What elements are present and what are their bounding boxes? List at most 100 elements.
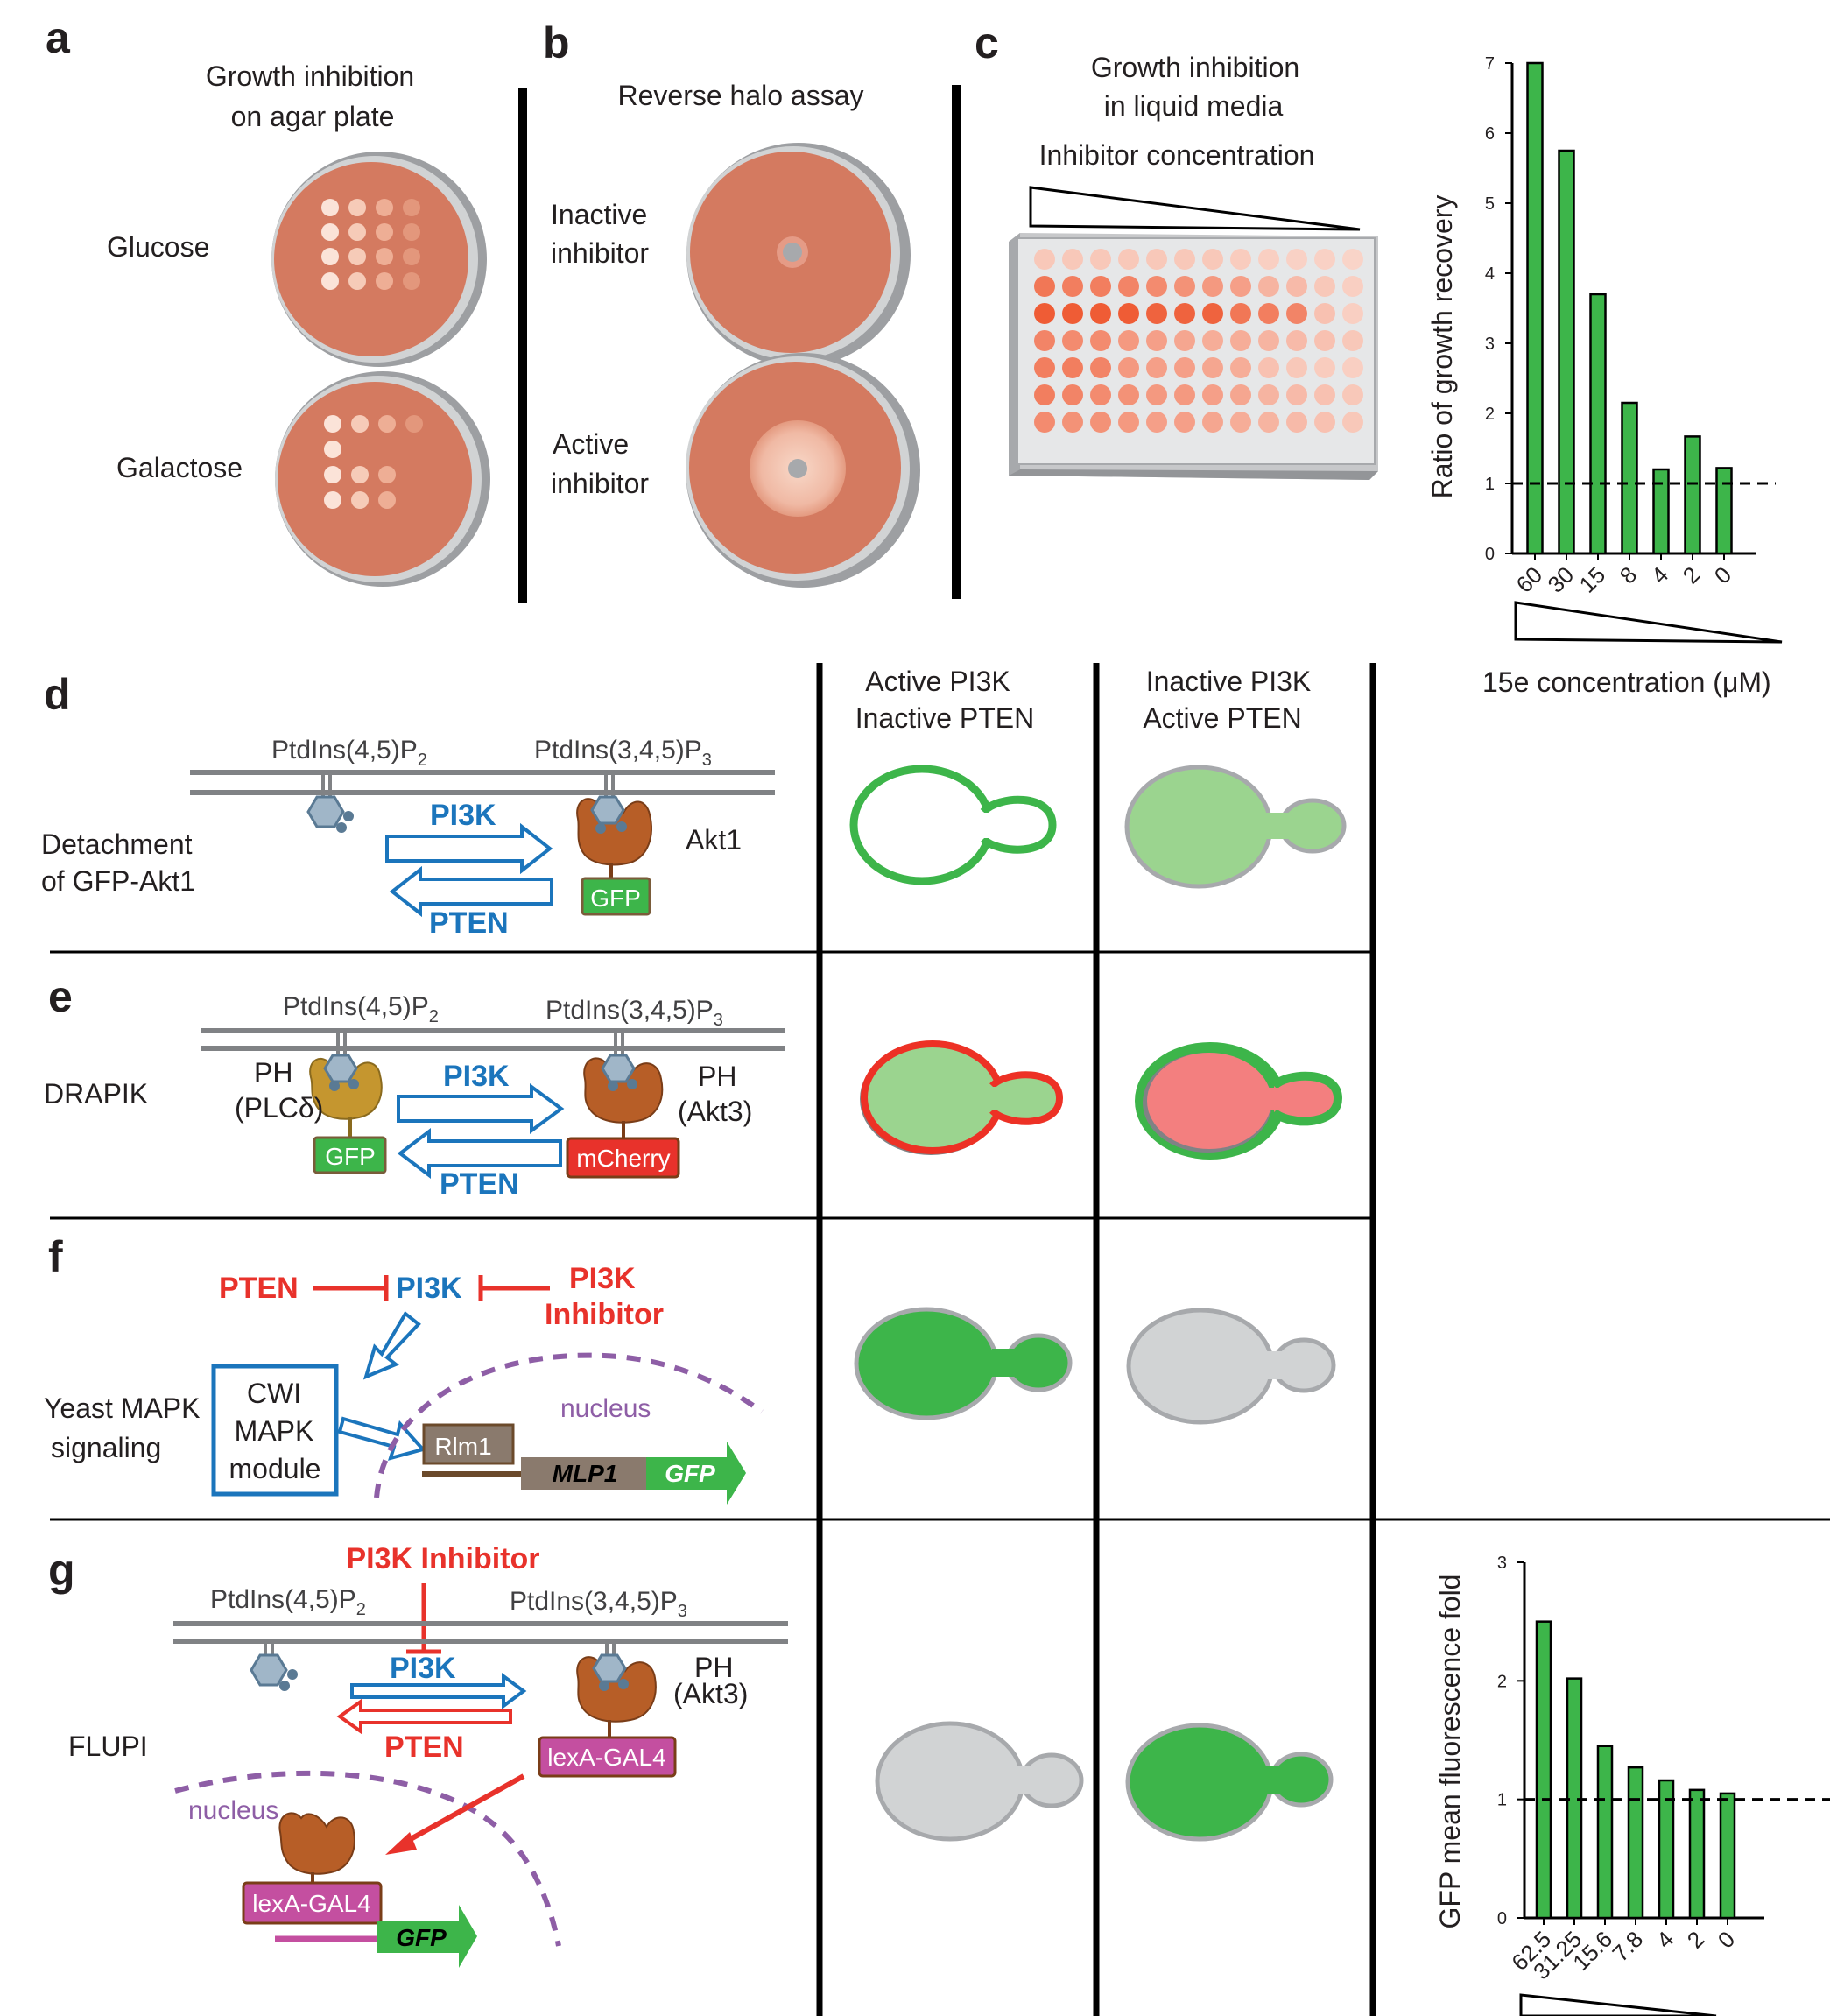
membrane-d [190, 770, 775, 795]
row-label-inactive-1: Inactive [551, 199, 647, 230]
ph-plc-label-1: PH [254, 1057, 292, 1089]
bar [1719, 1792, 1736, 1920]
ph-akt3-protein-g: lexA-GAL4 [538, 1641, 677, 1778]
lipid-pip3-g: PtdIns(3,4,5)P3 [510, 1587, 687, 1621]
chart1-ylabel: Ratio of growth recovery [1426, 195, 1458, 499]
pi3k-label-e: PI3K [443, 1060, 510, 1093]
panel-label-c: c [975, 18, 999, 67]
x-tick-label: 0 [1713, 1926, 1740, 1953]
mlp1-label: MLP1 [553, 1460, 618, 1487]
row-label-active-1: Active [553, 428, 629, 460]
well [1174, 276, 1195, 297]
row-label-d-2: of GFP-Akt1 [41, 865, 195, 897]
pi3k-to-module-arrow [362, 1310, 421, 1380]
panel-c-title-2: in liquid media [1104, 90, 1284, 122]
panel-label-a: a [46, 13, 71, 62]
chart2-bars [1524, 1620, 1830, 1920]
well [1118, 357, 1139, 378]
colony-spot [405, 415, 423, 433]
colony-spot [324, 491, 341, 509]
colony-spots-galactose [324, 415, 423, 509]
well [1230, 330, 1251, 351]
colony-spot [376, 248, 393, 265]
colony-spot [351, 491, 369, 509]
well [1342, 303, 1363, 324]
module-label-3: module [229, 1453, 321, 1484]
well [1286, 357, 1307, 378]
well [1286, 303, 1307, 324]
col-header-2-line1: Inactive PI3K [1146, 666, 1312, 697]
y-tick-label: 2 [1485, 405, 1495, 424]
well [1314, 249, 1335, 270]
panel-a-title-1: Growth inhibition [206, 60, 414, 92]
panel-c: Growth inhibition in liquid media Inhibi… [1009, 52, 1378, 480]
pi3k-arrow-e [397, 1083, 565, 1134]
well [1202, 249, 1223, 270]
row-label-f-1: Yeast MAPK [44, 1392, 200, 1424]
well [1286, 384, 1307, 405]
translocation-arrow [385, 1773, 525, 1855]
colony-spot [351, 466, 369, 483]
well [1286, 276, 1307, 297]
well [1118, 249, 1139, 270]
well [1090, 384, 1111, 405]
well [1034, 276, 1055, 297]
concentration-wedge-chart2 [1519, 1993, 1717, 2016]
well [1090, 412, 1111, 433]
akt1-protein: GFP [576, 772, 652, 916]
bar [1621, 401, 1638, 555]
panel-c-subtitle: Inhibitor concentration [1039, 139, 1315, 171]
cwi-mapk-module-box: CWI MAPK module [211, 1364, 339, 1497]
colony-spots-glucose [321, 199, 420, 290]
lexa-tag-membrane: lexA-GAL4 [547, 1744, 665, 1771]
well [1034, 330, 1055, 351]
inhibitor-label-f-2: Inhibitor [545, 1298, 664, 1331]
panel-label-f: f [48, 1232, 63, 1281]
panel-c-title-1: Growth inhibition [1091, 52, 1299, 83]
colony-spot [348, 199, 366, 216]
ph-akt3-label-e-2: (Akt3) [678, 1096, 752, 1127]
well [1230, 276, 1251, 297]
well [1090, 330, 1111, 351]
well [1062, 330, 1083, 351]
cell-f-inactive-pi3k [1126, 1308, 1336, 1425]
y-tick-label: 1 [1497, 1791, 1507, 1810]
pi3k-label-g: PI3K [390, 1652, 456, 1685]
y-tick-label: 0 [1485, 545, 1495, 564]
concentration-wedge-top [1029, 186, 1361, 231]
well [1342, 384, 1363, 405]
bar [1526, 61, 1544, 555]
y-tick-label: 4 [1485, 264, 1495, 284]
well [1146, 357, 1167, 378]
well [1230, 412, 1251, 433]
row-label-d-1: Detachment [41, 828, 193, 860]
colony-spot [376, 199, 393, 216]
panel-a-title-2: on agar plate [231, 101, 395, 132]
ph-akt3-nuclear: lexA-GAL4 [242, 1812, 383, 1925]
x-tick-label: 15 [1574, 561, 1611, 598]
pten-label-e: PTEN [440, 1167, 519, 1201]
col-header-1-line1: Active PI3K [865, 666, 1010, 697]
y-tick-label: 2 [1497, 1672, 1507, 1691]
well [1034, 303, 1055, 324]
well [1230, 249, 1251, 270]
panel-a: Growth inhibition on agar plate Glucose … [107, 60, 490, 587]
well-plate-96 [1009, 233, 1378, 480]
panel-label-e: e [48, 972, 73, 1021]
y-tick-label: 0 [1497, 1909, 1507, 1928]
well [1202, 384, 1223, 405]
colony-spot [378, 466, 396, 483]
panel-b: Reverse halo assay Inactive inhibitor Ac… [551, 80, 920, 588]
bar [1535, 1620, 1552, 1920]
well [1314, 330, 1335, 351]
panel-f: PTEN PI3K PI3K Inhibitor CWI MAPK module… [44, 1262, 1336, 1505]
module-label-2: MAPK [235, 1415, 314, 1447]
well [1258, 412, 1279, 433]
well [1314, 384, 1335, 405]
well [1146, 412, 1167, 433]
well [1090, 357, 1111, 378]
pten-arrow-e [397, 1127, 562, 1180]
bar [1684, 435, 1701, 555]
